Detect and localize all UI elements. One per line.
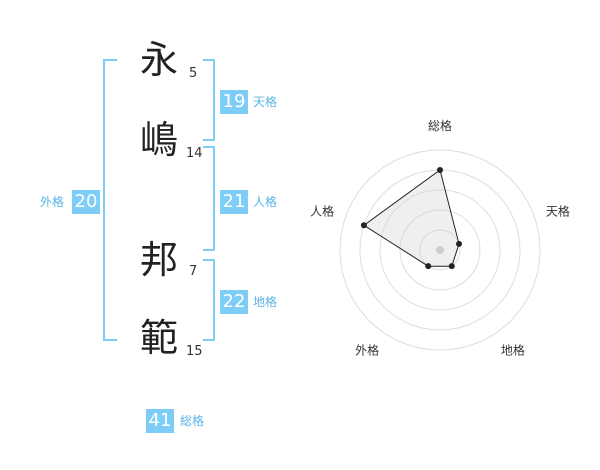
radar-point-2 — [456, 240, 463, 247]
radar-axis-label-3: 地格 — [501, 342, 525, 357]
radar-point-5 — [360, 222, 367, 229]
radar-axis-label-4: 外格 — [355, 342, 379, 357]
name-char-2: 嶋 — [140, 118, 179, 162]
gaikaku-bracket — [103, 59, 117, 341]
name-char-4: 範 — [140, 316, 179, 360]
radar-ring-5 — [339, 149, 541, 351]
radar-series — [363, 169, 460, 267]
radar-point-1 — [437, 167, 443, 173]
stroke-count-1: 5 — [189, 66, 198, 81]
tenkaku-value: 19 — [220, 90, 248, 114]
jinkaku-value: 21 — [220, 190, 248, 214]
radar-ring-1 — [419, 229, 461, 271]
name-char-1: 永 — [140, 38, 179, 82]
stroke-count-2: 14 — [186, 146, 203, 161]
gaikaku-value: 20 — [72, 190, 100, 214]
name-char-3: 邦 — [140, 238, 179, 282]
tenkaku-label: 天格 — [253, 95, 278, 109]
radar-point-4 — [425, 263, 432, 270]
gaikaku-label: 外格 — [40, 195, 65, 209]
jinkaku-bracket — [203, 146, 215, 251]
radar-point-3 — [448, 263, 455, 270]
radar-center — [436, 246, 444, 254]
tenkaku-bracket — [203, 59, 215, 141]
radar-ring-2 — [399, 209, 481, 291]
radar-axis-label-5: 人格 — [310, 204, 334, 219]
radar-ring-3 — [379, 189, 501, 311]
chikaku-bracket — [203, 259, 215, 341]
radar-axis-label-2: 天格 — [546, 204, 570, 219]
chikaku-label: 地格 — [253, 295, 278, 309]
radar-axis-label-1: 総格 — [428, 118, 452, 133]
chikaku-value: 22 — [220, 290, 248, 314]
jinkaku-label: 人格 — [253, 195, 278, 209]
stroke-count-3: 7 — [189, 264, 198, 279]
stroke-count-4: 15 — [186, 344, 203, 359]
soukaku-label: 総格 — [180, 414, 205, 428]
soukaku-value: 41 — [146, 409, 174, 433]
